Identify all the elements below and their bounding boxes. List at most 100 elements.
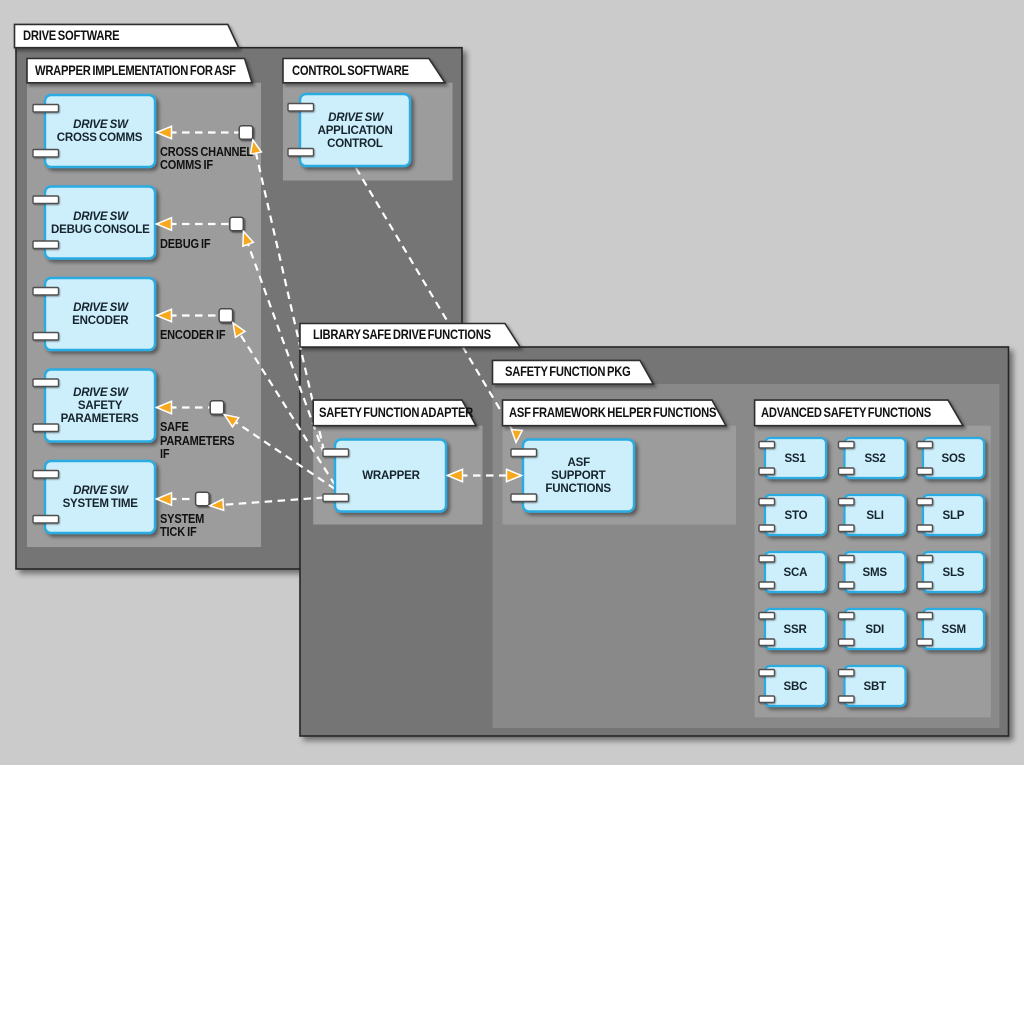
component-debug-console-label-line: DRIVE SW <box>72 208 128 223</box>
component-ssr-box <box>763 607 828 651</box>
component-sms-label: SMS <box>862 564 888 579</box>
port <box>837 440 855 449</box>
interface-label-encoder-if: ENCODER IF <box>160 328 226 342</box>
port <box>32 286 60 296</box>
component-slp-label: SLP <box>942 507 965 522</box>
arrowhead-encoder-if-at-component <box>154 308 173 323</box>
arrowhead-system-tick-if-at-node <box>207 497 225 512</box>
interface-node-cross-channel-comms-if <box>238 125 254 141</box>
component-ssm-label: SSM <box>941 621 966 636</box>
port <box>32 103 60 113</box>
port <box>758 497 776 506</box>
arrowhead-application-control-to-asf-support <box>510 428 524 445</box>
component-application-control-label-line: CONTROL <box>327 135 383 150</box>
component-system-time-label-line: SYSTEM TIME <box>62 496 138 510</box>
package-drive-software-label: DRIVE SOFTWARE <box>22 27 120 43</box>
component-ssm-box <box>921 607 986 651</box>
port <box>758 638 776 647</box>
port <box>32 514 60 524</box>
component-wrapper-label: WRAPPER <box>335 440 446 512</box>
port <box>32 423 60 433</box>
port <box>837 611 855 620</box>
port <box>32 469 60 479</box>
component-ss1-label: SS1 <box>784 450 807 465</box>
package-library-safe-drive-functions-label: LIBRARY SAFE DRIVE FUNCTIONS <box>312 326 491 343</box>
component-sbt-box <box>843 664 907 708</box>
port <box>837 638 855 647</box>
arrowhead-debug-if-at-node <box>242 229 255 248</box>
package-asf-framework-helper-functions-tab <box>501 399 728 427</box>
package-advanced-safety-functions-tab <box>753 399 965 427</box>
component-sca-label: SCA <box>783 564 808 579</box>
port <box>32 331 60 341</box>
arrowhead-safe-parameters-if-at-component <box>154 400 173 415</box>
connector-wrapper-to-system-tick-if <box>209 496 325 507</box>
component-asf-support-functions-label-line: FUNCTIONS <box>545 481 612 495</box>
interface-node-encoder-if <box>218 308 234 324</box>
component-cross-comms-label-line: DRIVE SW <box>72 117 128 131</box>
component-safety-parameters-box <box>43 368 157 443</box>
port <box>916 497 934 506</box>
component-sls-box <box>921 550 986 594</box>
connector-wrapper-to-cross-channel-comms-if <box>251 138 326 452</box>
interface-label-debug-if: DEBUG IF <box>160 236 211 251</box>
component-sos-box <box>921 436 986 480</box>
port <box>837 554 855 563</box>
component-debug-console-label-line: DEBUG CONSOLE <box>50 221 150 236</box>
component-encoder-box <box>43 276 157 352</box>
component-sto-label: STO <box>784 507 807 522</box>
port <box>837 581 855 590</box>
package-safety-function-adapter-label: SAFETY FUNCTION ADAPTER <box>318 403 473 420</box>
component-safety-parameters-label-line: SAFETY <box>77 398 123 412</box>
connector-wrapper-to-debug-if <box>242 230 326 455</box>
component-sdi-box <box>843 607 907 651</box>
port <box>758 554 776 563</box>
interface-node-debug-if <box>229 216 245 232</box>
port <box>837 497 855 506</box>
interface-node-system-tick-if <box>194 491 210 507</box>
arrowhead-system-tick-if-at-component <box>154 491 173 507</box>
package-safety-function-pkg-tab <box>491 359 655 385</box>
package-wrapper-implementation-tab <box>26 57 254 84</box>
arrowhead-debug-if-at-component <box>154 216 173 232</box>
component-sca-box <box>763 550 828 594</box>
package-asf-framework-helper-functions-label: ASF FRAMEWORK HELPER FUNCTIONS <box>509 403 717 420</box>
port <box>837 467 855 476</box>
component-sls-label: SLS <box>942 564 965 579</box>
component-ss2-box <box>843 436 907 480</box>
package-advanced-safety-functions-label: ADVANCED SAFETY FUNCTIONS <box>760 403 931 420</box>
arrowhead-cross-channel-comms-if-at-component <box>154 125 173 140</box>
port <box>916 611 934 620</box>
component-ssr-label: SSR <box>783 621 808 636</box>
port <box>32 195 60 205</box>
component-sbt-label: SBT <box>863 678 887 693</box>
port <box>916 554 934 563</box>
port <box>287 102 315 112</box>
port <box>510 448 538 458</box>
component-ss2-label: SS2 <box>864 450 886 465</box>
port <box>758 611 776 620</box>
component-debug-console-box <box>43 185 157 260</box>
port <box>287 147 315 157</box>
component-cross-comms-box <box>43 93 157 169</box>
component-sli-box <box>843 493 907 537</box>
component-encoder-label-line: DRIVE SW <box>72 300 128 314</box>
port <box>916 467 934 476</box>
component-sos-label: SOS <box>941 450 966 465</box>
port <box>758 695 776 704</box>
port <box>758 668 776 677</box>
port <box>916 638 934 647</box>
arrowhead-asf-to-wrapper <box>445 468 464 483</box>
package-safety-function-adapter-tab <box>312 399 478 427</box>
component-cross-comms-label-line: CROSS COMMS <box>57 130 143 144</box>
component-wrapper-label-line: WRAPPER <box>361 468 420 482</box>
component-sdi-label: SDI <box>865 621 885 636</box>
